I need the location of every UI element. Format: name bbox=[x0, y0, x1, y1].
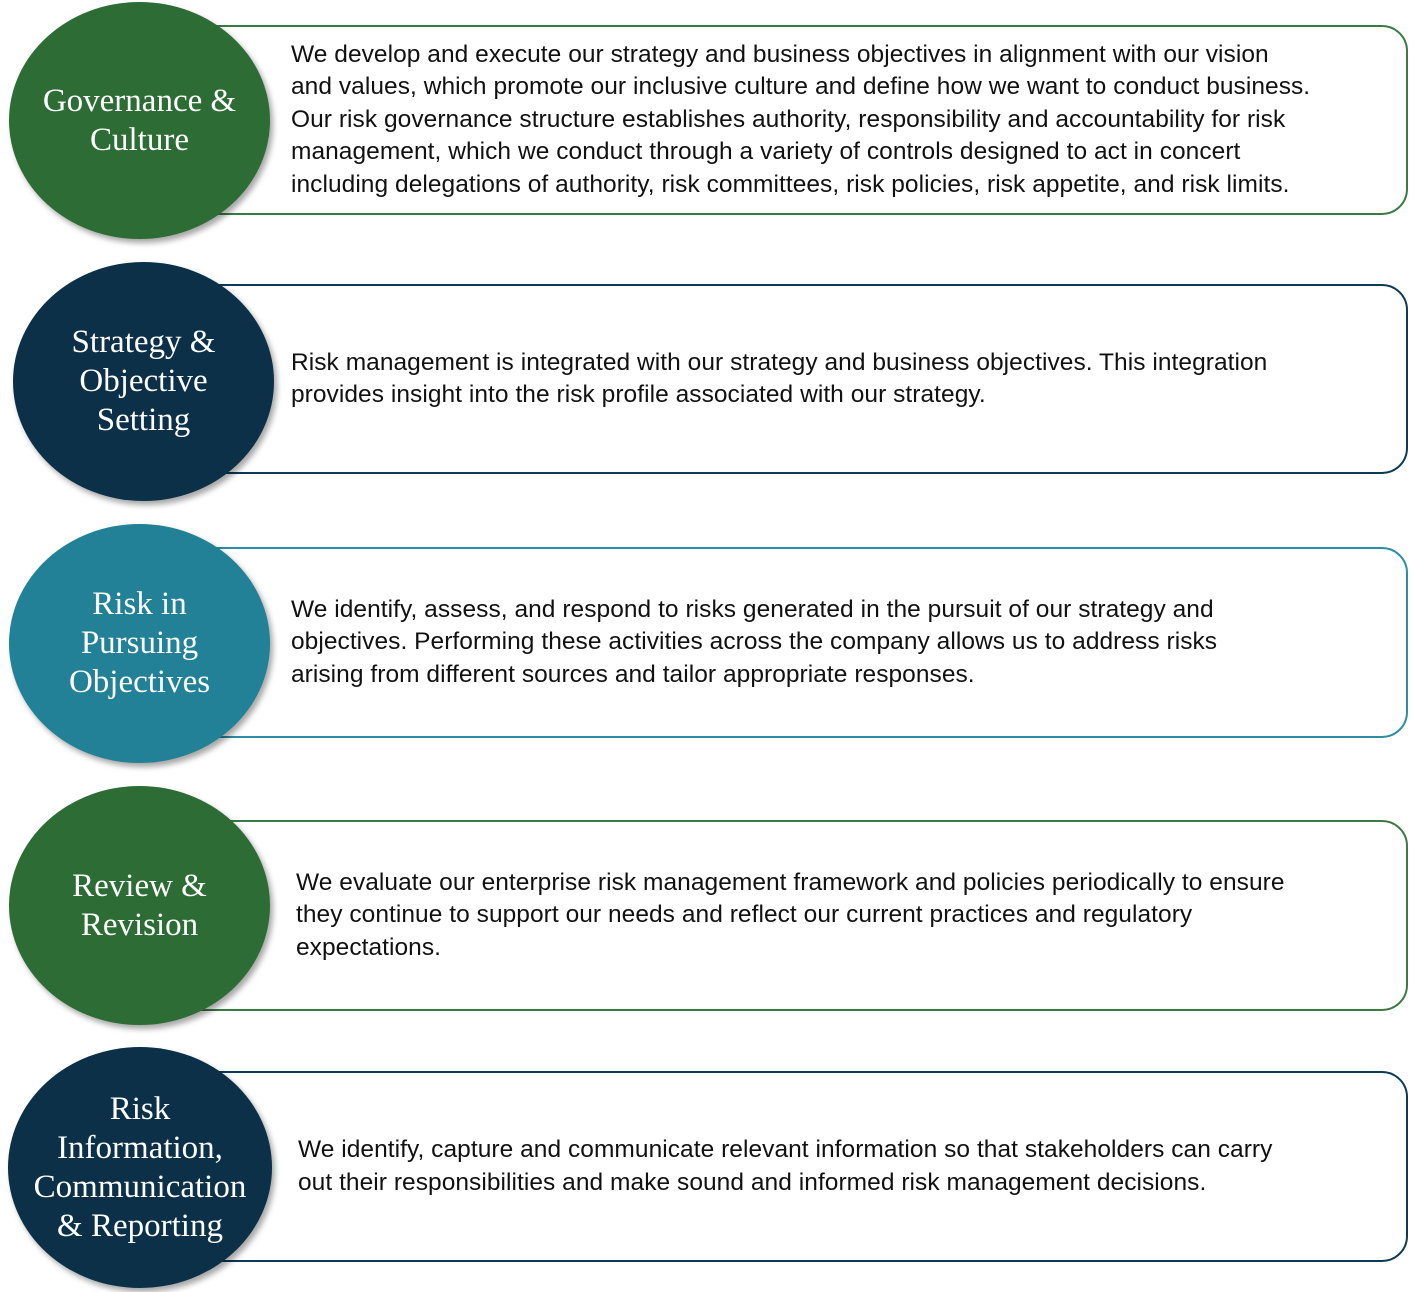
step-circle: Governance & Culture bbox=[9, 2, 270, 239]
step-label: Governance & Culture bbox=[42, 82, 237, 158]
step-label: Risk in Pursuing Objectives bbox=[68, 586, 211, 700]
description-box: Risk management is integrated with our s… bbox=[150, 284, 1408, 474]
step-description: We evaluate our enterprise risk manageme… bbox=[296, 868, 1285, 961]
description-box: We evaluate our enterprise risk manageme… bbox=[150, 820, 1408, 1011]
description-box: We develop and execute our strategy and … bbox=[150, 25, 1408, 215]
step-circle: Risk Information, Communication & Report… bbox=[8, 1047, 272, 1288]
description-box: We identify, capture and communicate rel… bbox=[150, 1071, 1408, 1262]
description-box: We identify, assess, and respond to risk… bbox=[150, 547, 1408, 738]
step-circle: Strategy & Objective Setting bbox=[13, 262, 274, 501]
step-label: Review & Revision bbox=[72, 867, 207, 943]
step-description: We develop and execute our strategy and … bbox=[291, 40, 1311, 198]
step-description: We identify, assess, and respond to risk… bbox=[291, 595, 1218, 688]
step-circle: Review & Revision bbox=[9, 786, 270, 1025]
step-label: Strategy & Objective Setting bbox=[71, 324, 216, 438]
step-description: We identify, capture and communicate rel… bbox=[298, 1136, 1273, 1196]
step-description: Risk management is integrated with our s… bbox=[291, 348, 1268, 409]
step-circle: Risk in Pursuing Objectives bbox=[9, 524, 270, 763]
step-label: Risk Information, Communication & Report… bbox=[33, 1090, 247, 1244]
